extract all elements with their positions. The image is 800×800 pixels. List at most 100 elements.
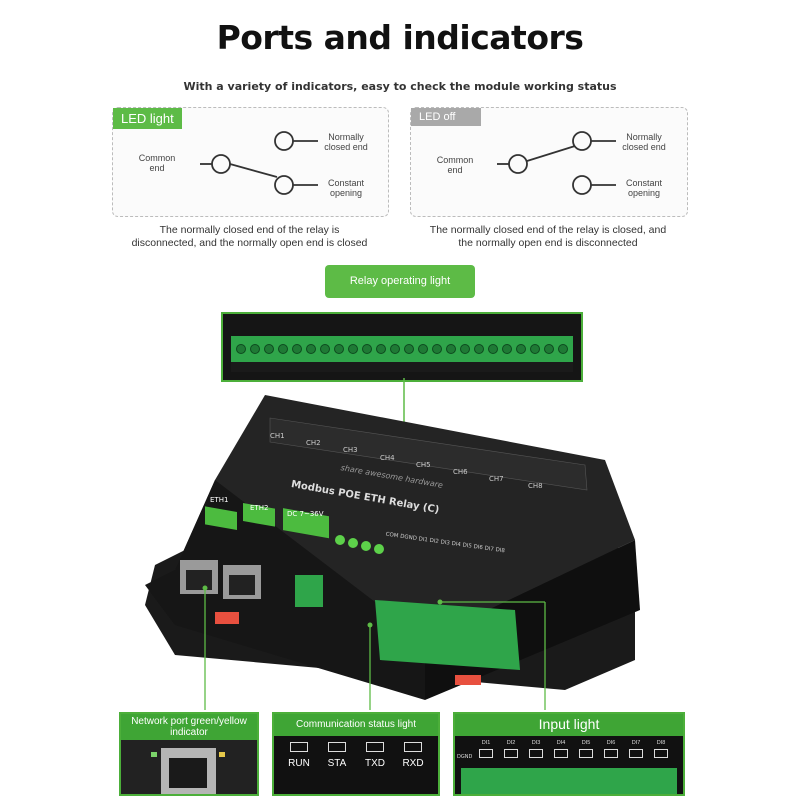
terminal-screw: [320, 344, 330, 354]
terminal-screw: [292, 344, 302, 354]
led-off-caption: The normally closed end of the relay is …: [429, 224, 667, 249]
terminal-screw: [502, 344, 512, 354]
led-icon: [290, 742, 308, 752]
terminal-screw: [530, 344, 540, 354]
input-led: DI4: [550, 740, 572, 758]
terminal-screw: [488, 344, 498, 354]
terminal-screw: [306, 344, 316, 354]
led-icon: [529, 749, 543, 758]
page-title: Ports and indicators: [216, 18, 584, 57]
led-on-panel: LED light Common end Normally closed end…: [112, 107, 389, 217]
relay-terminal-strip: [223, 314, 581, 380]
terminal-screw: [264, 344, 274, 354]
led-icon: [654, 749, 668, 758]
led-icon: [604, 749, 618, 758]
input-led-label: DI1: [481, 740, 491, 746]
input-led-label: DI4: [556, 740, 566, 746]
input-led-row: DGND DI1 DI2 DI3 DI4 DI5 DI6 DI7 DI8: [455, 736, 683, 794]
led-txd-label: TXD: [365, 758, 385, 769]
led-icon: [579, 749, 593, 758]
terminal-screw: [446, 344, 456, 354]
normally-open-label: Constant opening: [327, 178, 365, 198]
terminal-screw: [432, 344, 442, 354]
input-light-label: Input light: [455, 714, 683, 736]
page-subtitle: With a variety of indicators, easy to ch…: [183, 80, 617, 93]
led-icon: [479, 749, 493, 758]
channel-label: CH8: [528, 482, 543, 490]
normally-closed-label: Normally closed end: [324, 132, 368, 152]
channel-label: CH7: [489, 475, 504, 483]
eth2-label: ETH2: [250, 504, 269, 512]
communication-status-label: Communication status light: [274, 714, 438, 736]
led-run: RUN: [284, 742, 314, 769]
input-ground-label: DGND: [457, 754, 473, 760]
channel-labels: CH1 CH2 CH3 CH4 CH5 CH6 CH7 CH8: [270, 432, 570, 492]
led-rxd: RXD: [398, 742, 428, 769]
network-indicator-callout: Network port green/yellow indicator: [119, 712, 259, 796]
terminal-screw: [558, 344, 568, 354]
terminal-screw: [544, 344, 554, 354]
input-led: DI5: [575, 740, 597, 758]
channel-label: CH4: [380, 454, 395, 462]
ethernet-port-closeup: [121, 740, 257, 794]
led-icon: [404, 742, 422, 752]
input-led-label: DI5: [581, 740, 591, 746]
input-led-label: DI8: [656, 740, 666, 746]
comm-led-row: RUN STA TXD RXD: [274, 740, 438, 794]
led-rxd-label: RXD: [402, 758, 424, 769]
terminal-screw: [376, 344, 386, 354]
channel-label: CH2: [306, 439, 321, 447]
input-led: DI1: [475, 740, 497, 758]
terminal-screw: [404, 344, 414, 354]
channel-label: CH5: [416, 461, 431, 469]
relay-terminal-zoom: [221, 312, 583, 382]
led-txd: TXD: [360, 742, 390, 769]
terminal-screw: [390, 344, 400, 354]
terminal-screw: [334, 344, 344, 354]
led-off-panel: LED off Common end Normally closed end C…: [410, 107, 688, 217]
terminal-screw: [418, 344, 428, 354]
input-leds: DI1 DI2 DI3 DI4 DI5 DI6 DI7 DI8: [475, 736, 680, 794]
relay-module-device: [145, 395, 640, 700]
input-led-label: DI7: [631, 740, 641, 746]
terminal-screw: [250, 344, 260, 354]
input-led: DI7: [625, 740, 647, 758]
common-end-label: Common end: [436, 155, 474, 175]
led-sta-label: STA: [327, 758, 347, 769]
channel-label: CH3: [343, 446, 358, 454]
power-label: DC 7~36V: [287, 510, 324, 518]
input-led-label: DI3: [531, 740, 541, 746]
relay-off-diagram: [497, 131, 616, 195]
led-run-label: RUN: [288, 758, 310, 769]
terminal-screw: [474, 344, 484, 354]
input-led-label: DI2: [506, 740, 516, 746]
network-indicator-label: Network port green/yellow indicator: [121, 714, 257, 740]
led-on-caption: The normally closed end of the relay is …: [131, 224, 368, 249]
input-led: DI8: [650, 740, 672, 758]
led-icon: [554, 749, 568, 758]
terminal-screw: [236, 344, 246, 354]
terminal-screw: [348, 344, 358, 354]
led-on-tag: LED light: [113, 108, 182, 129]
communication-status-callout: Communication status light RUN STA TXD R…: [272, 712, 440, 796]
input-led-label: DI6: [606, 740, 616, 746]
led-icon: [504, 749, 518, 758]
eth1-label: ETH1: [210, 496, 229, 504]
terminal-screw: [362, 344, 372, 354]
channel-label: CH1: [270, 432, 285, 440]
common-end-label: Common end: [138, 153, 176, 173]
input-terminal-strip: [461, 768, 677, 794]
led-off-tag: LED off: [411, 108, 481, 126]
led-icon: [366, 742, 384, 752]
led-sta: STA: [322, 742, 352, 769]
relay-on-diagram: [200, 131, 318, 195]
input-led: DI6: [600, 740, 622, 758]
led-icon: [328, 742, 346, 752]
terminal-screw: [278, 344, 288, 354]
led-icon: [629, 749, 643, 758]
callout-pointer-lines: [202, 585, 546, 710]
terminal-screw: [516, 344, 526, 354]
relay-operating-light-label: Relay operating light: [325, 265, 475, 298]
normally-closed-label: Normally closed end: [622, 132, 666, 152]
